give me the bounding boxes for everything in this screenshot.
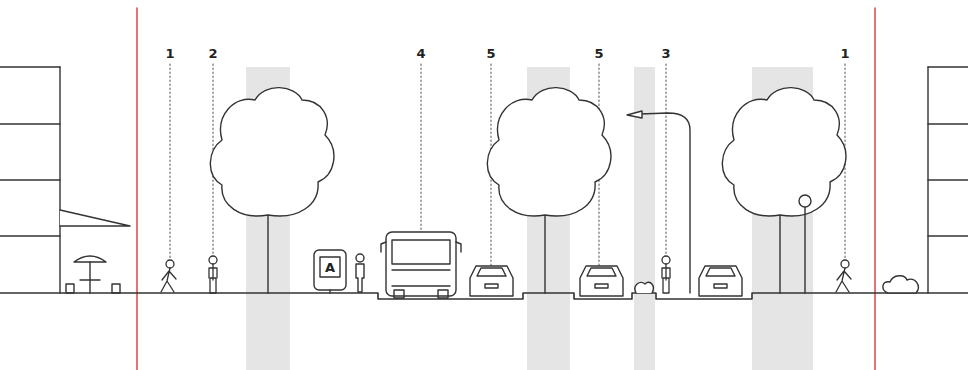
bus-stop-letter: A <box>325 260 335 275</box>
callout-number: 2 <box>207 46 218 61</box>
callout-number: 5 <box>485 46 496 61</box>
callout-number: 3 <box>660 46 671 61</box>
callout-number: 4 <box>415 46 426 61</box>
callout-number: 1 <box>164 46 175 61</box>
callout-number: 5 <box>593 46 604 61</box>
callout-number: 1 <box>839 46 850 61</box>
